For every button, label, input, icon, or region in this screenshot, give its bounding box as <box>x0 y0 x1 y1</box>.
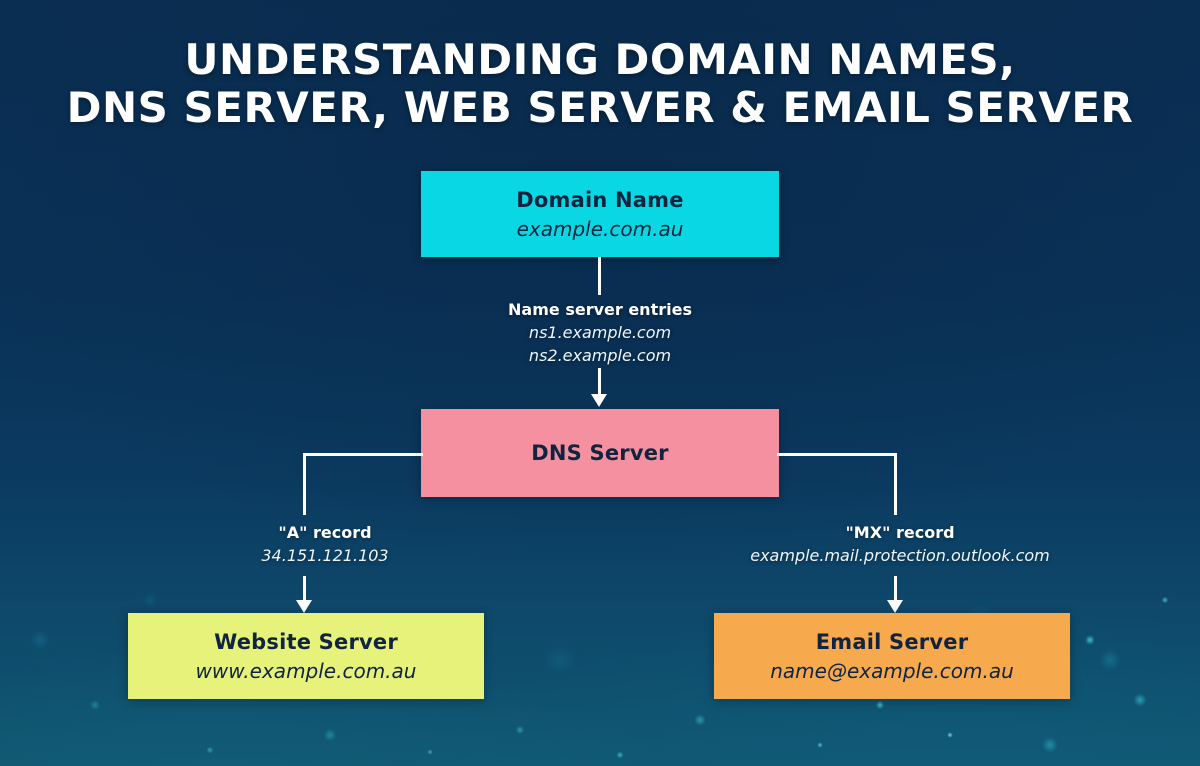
node-email-server: Email Server name@example.com.au <box>714 613 1070 699</box>
connector-dns-to-email-vertical <box>894 453 897 515</box>
connector-dns-to-website-horizontal <box>303 453 423 456</box>
name-server-entry-2: ns2.example.com <box>528 346 672 365</box>
node-dns-server-title: DNS Server <box>531 441 669 465</box>
node-email-server-value: name@example.com.au <box>770 658 1014 683</box>
arrowhead-down-to-email-icon <box>887 600 903 613</box>
name-server-entry-1: ns1.example.com <box>528 323 672 342</box>
node-domain-name: Domain Name example.com.au <box>421 171 779 257</box>
connector-nameserver-to-dns <box>598 368 601 396</box>
connector-a-record-to-website <box>303 576 306 602</box>
a-record-title: "A" record <box>278 523 372 542</box>
node-website-server: Website Server www.example.com.au <box>128 613 484 699</box>
node-email-server-title: Email Server <box>815 629 969 654</box>
page-title-line-2: DNS SERVER, WEB SERVER & EMAIL SERVER <box>66 83 1134 132</box>
a-record-value: 34.151.121.103 <box>261 546 389 565</box>
arrowhead-down-to-website-icon <box>296 600 312 613</box>
arrowhead-down-to-dns-icon <box>591 394 607 407</box>
edge-label-a-record: "A" record 34.151.121.103 <box>175 522 475 567</box>
node-dns-server: DNS Server <box>421 409 779 497</box>
mx-record-title: "MX" record <box>845 523 955 542</box>
mx-record-value: example.mail.protection.outlook.com <box>750 546 1050 565</box>
edge-label-name-server-entries: Name server entries ns1.example.com ns2.… <box>420 299 780 367</box>
connector-dns-to-website-vertical <box>303 453 306 515</box>
node-website-server-title: Website Server <box>214 629 398 654</box>
node-domain-name-title: Domain Name <box>516 187 684 212</box>
connector-domain-to-nameserver <box>598 257 601 295</box>
name-server-entries-title: Name server entries <box>508 300 692 319</box>
node-domain-name-value: example.com.au <box>516 216 684 241</box>
page-title: UNDERSTANDING DOMAIN NAMES, DNS SERVER, … <box>0 36 1200 132</box>
page-title-line-1: UNDERSTANDING DOMAIN NAMES, <box>184 35 1016 84</box>
connector-dns-to-email-horizontal <box>777 453 897 456</box>
node-website-server-value: www.example.com.au <box>195 658 417 683</box>
edge-label-mx-record: "MX" record example.mail.protection.outl… <box>665 522 1135 567</box>
connector-mx-record-to-email <box>894 576 897 602</box>
